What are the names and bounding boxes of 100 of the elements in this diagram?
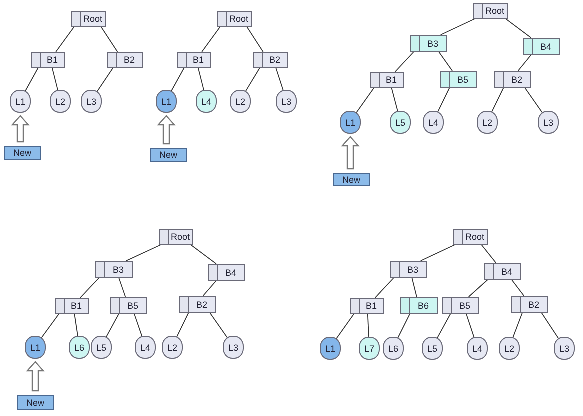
leaf-node: L2 bbox=[162, 336, 183, 359]
leaf-node: L4 bbox=[135, 336, 156, 359]
tree-line bbox=[246, 26, 264, 52]
tree-line bbox=[210, 312, 228, 338]
leaf-node: L1 bbox=[10, 90, 31, 113]
branch-node: B4 bbox=[484, 263, 521, 280]
branch-node: B5 bbox=[440, 71, 477, 88]
leaf-node: L3 bbox=[223, 336, 244, 359]
tree-line bbox=[356, 88, 375, 114]
tree-line bbox=[80, 278, 100, 298]
hollow-arrow bbox=[11, 115, 30, 143]
new-entry-box: New bbox=[333, 173, 370, 186]
tree-line bbox=[468, 280, 488, 298]
tree-line bbox=[56, 26, 75, 52]
tree-line bbox=[524, 88, 544, 114]
branch-node: B6 bbox=[400, 297, 438, 314]
tree-line bbox=[398, 314, 411, 339]
tree-line bbox=[25, 68, 39, 92]
branch-node: B2 bbox=[107, 52, 143, 68]
new-entry-box: New bbox=[17, 395, 54, 410]
leaf-node: L5 bbox=[422, 337, 443, 360]
tree-line bbox=[134, 314, 143, 338]
tree-line bbox=[126, 244, 162, 262]
leaf-node: L1 bbox=[320, 337, 341, 360]
leaf-node: L3 bbox=[554, 337, 575, 360]
leaf-node: L1 bbox=[156, 90, 177, 113]
branch-node: Root bbox=[217, 11, 252, 27]
hollow-arrow bbox=[26, 361, 45, 392]
branch-node: B1 bbox=[177, 52, 211, 68]
tree-line bbox=[190, 244, 217, 264]
branch-node: B2 bbox=[494, 71, 531, 88]
tree-line bbox=[512, 280, 525, 296]
leaf-node: L2 bbox=[230, 90, 251, 113]
tree-line bbox=[394, 52, 414, 72]
tree-line bbox=[412, 278, 418, 298]
branch-node: B2 bbox=[511, 296, 548, 313]
tree-line bbox=[436, 314, 452, 339]
branch-node: B3 bbox=[95, 261, 133, 278]
branch-node: Root bbox=[453, 229, 488, 245]
branch-node: Root bbox=[159, 229, 193, 245]
tree-line bbox=[466, 314, 475, 338]
branch-node: B2 bbox=[179, 296, 216, 313]
branch-node: B3 bbox=[410, 35, 447, 52]
tree-line bbox=[202, 280, 217, 296]
branch-node: B1 bbox=[55, 298, 89, 314]
leaf-node: L7 bbox=[359, 337, 380, 360]
tree-line bbox=[438, 88, 450, 113]
tree-line bbox=[336, 314, 355, 340]
tree-line bbox=[100, 26, 118, 52]
tree-line bbox=[41, 314, 60, 339]
tree-line bbox=[481, 244, 497, 264]
leaf-node: L5 bbox=[390, 111, 411, 134]
tree-line bbox=[438, 52, 453, 72]
tree-line bbox=[541, 312, 560, 340]
tree-line bbox=[518, 54, 532, 72]
leaf-node: L4 bbox=[196, 90, 217, 113]
new-entry-box: New bbox=[150, 148, 187, 162]
branch-node: B5 bbox=[442, 297, 479, 314]
leaf-node: L6 bbox=[383, 337, 404, 360]
tree-line bbox=[367, 314, 370, 338]
tree-line bbox=[512, 312, 523, 338]
leaf-node: L2 bbox=[477, 111, 498, 134]
hollow-arrow bbox=[157, 115, 176, 145]
tree-line bbox=[276, 68, 284, 91]
tree-line bbox=[171, 68, 185, 92]
leaf-node: L1 bbox=[25, 336, 46, 359]
branch-node: Root bbox=[473, 3, 508, 19]
hollow-arrow bbox=[341, 136, 360, 170]
leaf-node: L4 bbox=[467, 337, 488, 360]
branch-node: B5 bbox=[110, 297, 147, 314]
tree-line bbox=[96, 68, 114, 92]
tree-line bbox=[492, 88, 504, 113]
leaf-node: L3 bbox=[276, 90, 297, 113]
branch-node: B4 bbox=[523, 38, 560, 55]
tree-line bbox=[391, 88, 398, 112]
leaf-node: L2 bbox=[499, 337, 520, 360]
branch-node: B3 bbox=[390, 261, 427, 278]
branch-node: B1 bbox=[350, 298, 384, 314]
branch-node: B2 bbox=[253, 52, 288, 68]
branch-node: B1 bbox=[370, 72, 404, 88]
branch-node: B1 bbox=[31, 52, 65, 68]
tree-line bbox=[74, 314, 78, 337]
tree-line bbox=[420, 244, 456, 262]
tree-line bbox=[198, 68, 204, 91]
leaf-node: L2 bbox=[50, 90, 71, 113]
branch-node: B4 bbox=[208, 264, 245, 281]
tree-line bbox=[245, 68, 260, 92]
leaf-node: L3 bbox=[81, 90, 102, 113]
tree-line bbox=[118, 278, 126, 298]
leaf-node: L3 bbox=[538, 111, 559, 134]
new-entry-box: New bbox=[4, 146, 41, 160]
leaf-node: L4 bbox=[423, 111, 444, 134]
branch-node: Root bbox=[71, 11, 106, 27]
tree-line bbox=[202, 26, 221, 52]
tree-line bbox=[106, 314, 120, 338]
tree-line bbox=[374, 278, 394, 298]
tree-line bbox=[440, 18, 476, 36]
leaf-node: L1 bbox=[340, 111, 361, 134]
tree-line bbox=[52, 68, 58, 91]
leaf-node: L6 bbox=[69, 336, 90, 359]
